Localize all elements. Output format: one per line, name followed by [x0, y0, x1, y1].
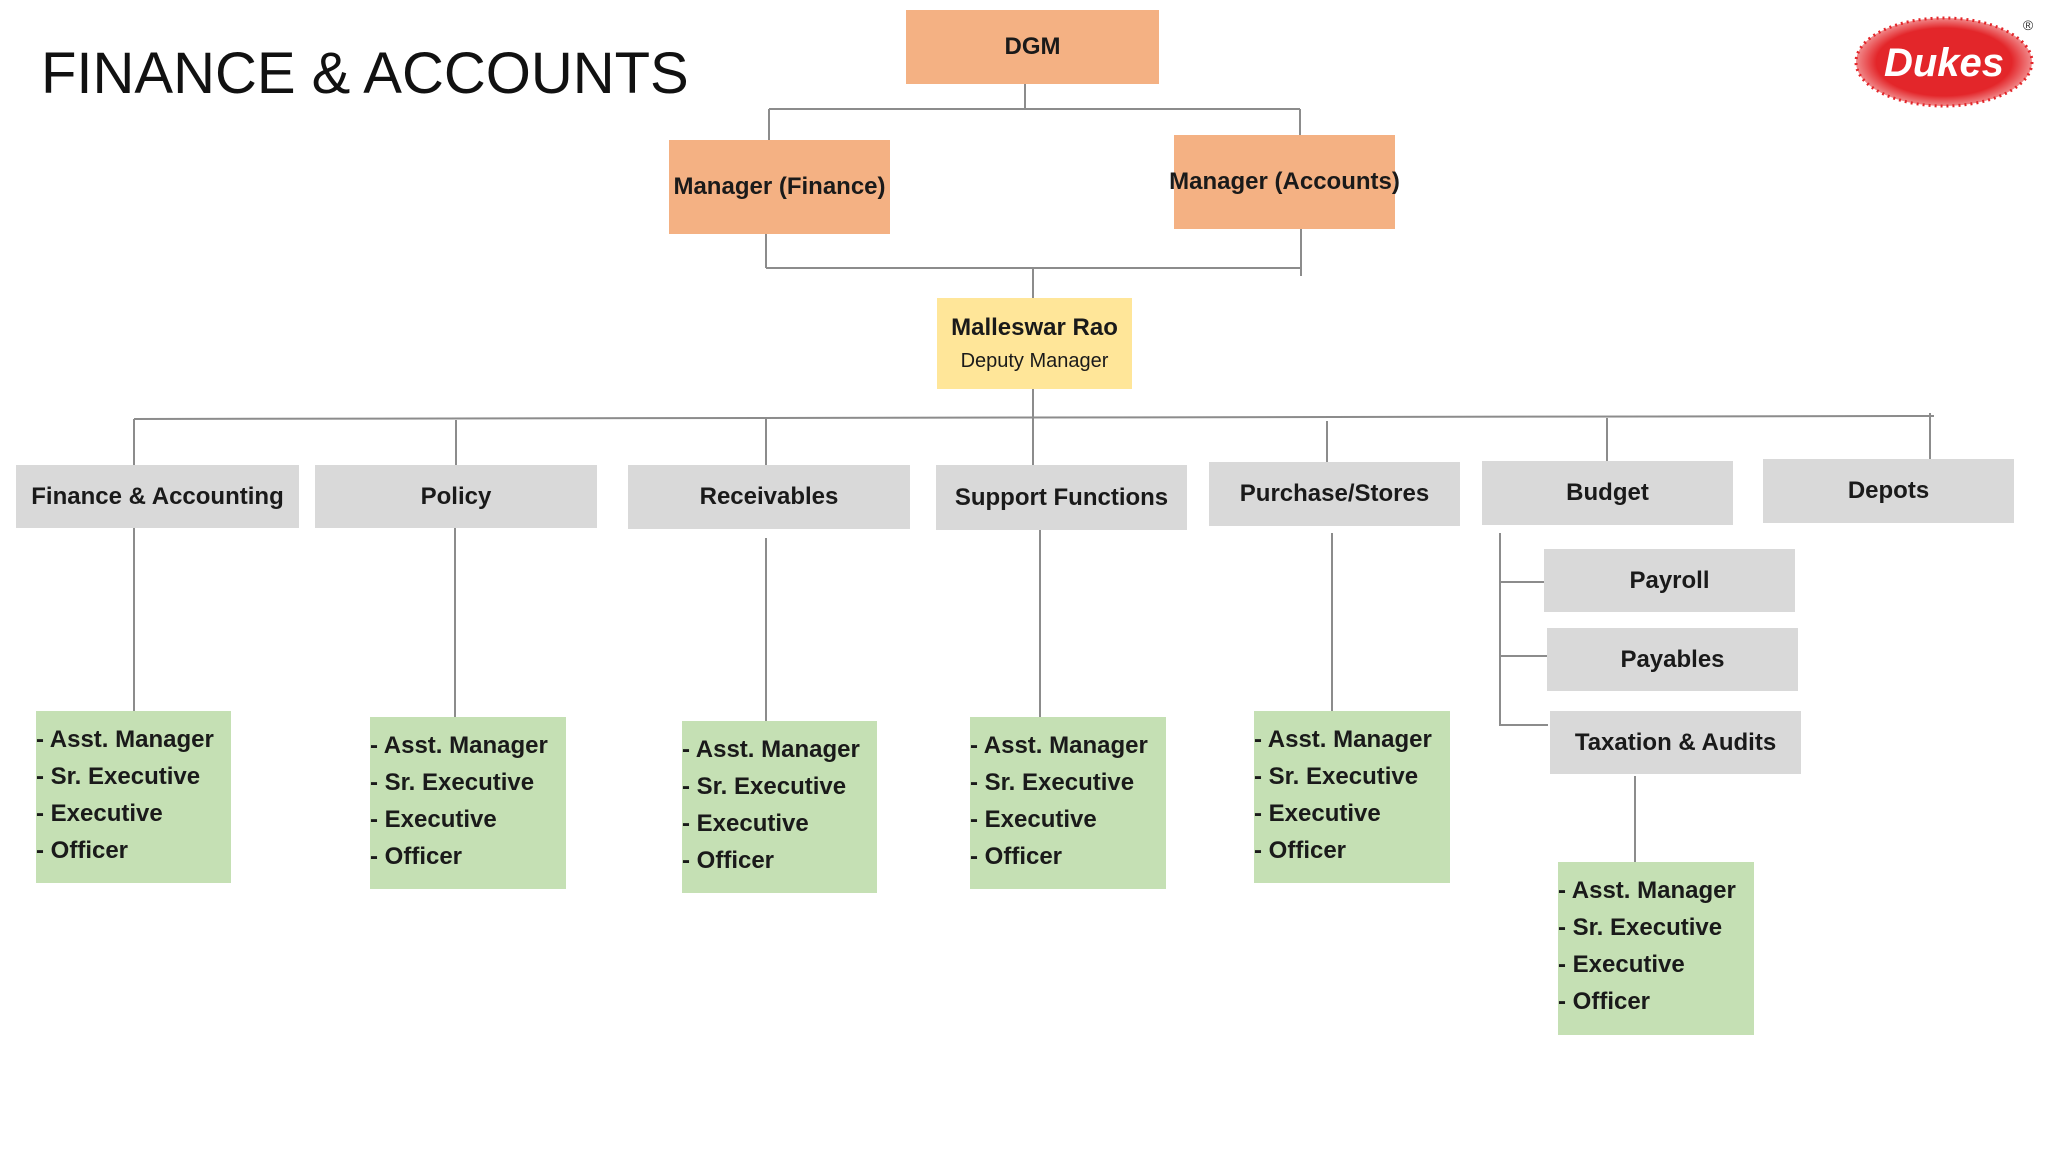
dgm-node: DGM [906, 10, 1159, 84]
department-policy: Policy [315, 465, 597, 528]
role-item: - Sr. Executive [970, 769, 1135, 796]
department-depots: Depots [1763, 459, 2014, 523]
budget-child-payables: Payables [1547, 628, 1798, 691]
role-list-finance-accounting: - Asst. Manager - Sr. Executive - Execut… [36, 711, 231, 883]
role-item: - Sr. Executive [682, 773, 847, 800]
svg-text:®: ® [2023, 17, 2034, 33]
role-item: - Executive [36, 800, 163, 827]
role-item: - Executive [970, 806, 1097, 833]
manager-finance-node: Manager (Finance) [669, 140, 890, 234]
role-list-taxation-audits: - Asst. Manager - Sr. Executive - Execut… [1558, 862, 1754, 1035]
role-item: - Officer [1254, 837, 1347, 864]
role-item: - Executive [1558, 951, 1685, 978]
page-title: FINANCE & ACCOUNTS [41, 41, 689, 106]
dukes-logo: Dukes ® [1854, 16, 2034, 108]
role-item: - Officer [370, 843, 463, 870]
budget-child-payroll: Payroll [1544, 549, 1795, 612]
role-item: - Asst. Manager [1254, 726, 1432, 753]
role-item: - Sr. Executive [370, 769, 535, 796]
head-name: Malleswar Rao [951, 314, 1118, 341]
department-finance-accounting: Finance & Accounting [16, 465, 299, 528]
department-support-functions: Support Functions [936, 465, 1187, 530]
role-item: - Sr. Executive [36, 763, 201, 790]
manager-accounts-node: Manager (Accounts) [1169, 135, 1400, 229]
role-item: - Asst. Manager [36, 726, 214, 753]
svg-text:Dukes: Dukes [1884, 41, 2004, 85]
role-list-receivables: - Asst. Manager - Sr. Executive - Execut… [682, 721, 877, 893]
role-item: - Executive [370, 806, 497, 833]
role-item: - Officer [970, 843, 1063, 870]
role-item: - Asst. Manager [682, 736, 860, 763]
department-purchase-stores: Purchase/Stores [1209, 462, 1460, 526]
role-item: - Asst. Manager [1558, 877, 1736, 904]
role-item: - Officer [36, 837, 129, 864]
role-list-purchase-stores: - Asst. Manager - Sr. Executive - Execut… [1254, 711, 1450, 883]
role-item: - Executive [1254, 800, 1381, 827]
department-budget: Budget [1482, 461, 1733, 525]
role-item: - Executive [682, 810, 809, 837]
role-item: - Asst. Manager [970, 732, 1148, 759]
head-title: Deputy Manager [960, 350, 1109, 372]
department-receivables: Receivables [628, 465, 910, 529]
role-item: - Sr. Executive [1254, 763, 1419, 790]
role-item: - Sr. Executive [1558, 914, 1723, 941]
budget-child-taxation-audits: Taxation & Audits [1550, 711, 1801, 774]
role-list-policy: - Asst. Manager - Sr. Executive - Execut… [370, 717, 566, 889]
role-item: - Officer [682, 847, 775, 874]
role-item: - Officer [1558, 988, 1651, 1015]
deputy-manager-node: Malleswar Rao Deputy Manager [937, 298, 1132, 389]
role-list-support-functions: - Asst. Manager - Sr. Executive - Execut… [970, 717, 1166, 889]
role-item: - Asst. Manager [370, 732, 548, 759]
